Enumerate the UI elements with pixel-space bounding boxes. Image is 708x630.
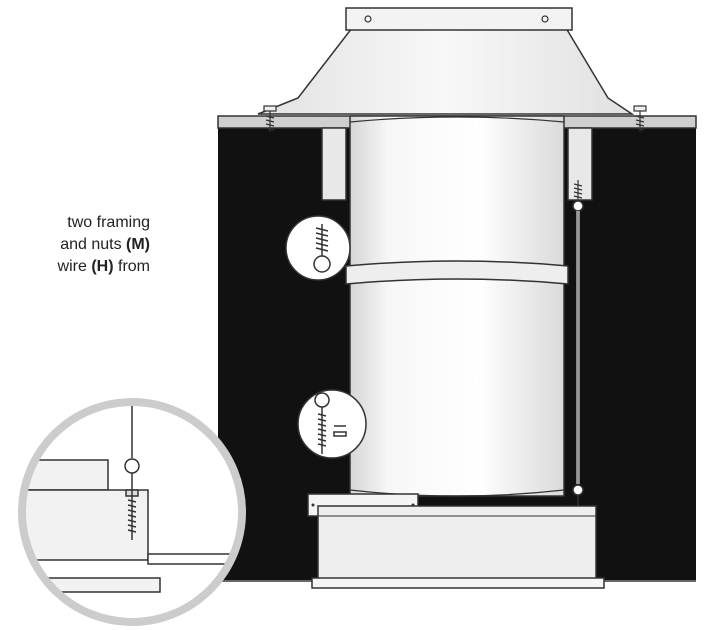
eye-screw-ring-icon	[572, 200, 584, 212]
caption-line-2: and nuts (M)	[60, 236, 150, 253]
duct-top-rim	[349, 116, 565, 123]
magnifier-detail	[18, 398, 246, 626]
eye-bolt-ring-icon	[572, 484, 584, 496]
cap-screw-right-icon	[541, 15, 549, 23]
flange-screw-left-icon	[263, 105, 277, 132]
framing-block-right	[567, 127, 593, 201]
instruction-caption: two framing and nuts (M) wire (H) from	[0, 212, 150, 278]
ceiling-grille	[311, 577, 605, 589]
caption-line-1: two framing	[67, 214, 150, 231]
eye-bolt-nut-icon	[297, 389, 367, 459]
roof-hood	[257, 27, 635, 115]
framing-block-left	[321, 127, 347, 201]
duct-band	[345, 260, 569, 285]
hanger-screw-icon	[573, 180, 583, 200]
part-label-h: (H)	[91, 258, 114, 275]
part-label-m: (M)	[126, 236, 150, 253]
duct-bottom-rim	[349, 489, 565, 497]
flange-screw-right-icon	[633, 105, 647, 132]
caption-line-3: wire (H) from	[57, 258, 150, 275]
cap-screw-left-icon	[364, 15, 372, 23]
hood-cap	[345, 7, 573, 31]
eye-screw-icon	[285, 215, 351, 281]
fan-housing	[317, 505, 597, 583]
duct-cylinder	[349, 115, 565, 497]
